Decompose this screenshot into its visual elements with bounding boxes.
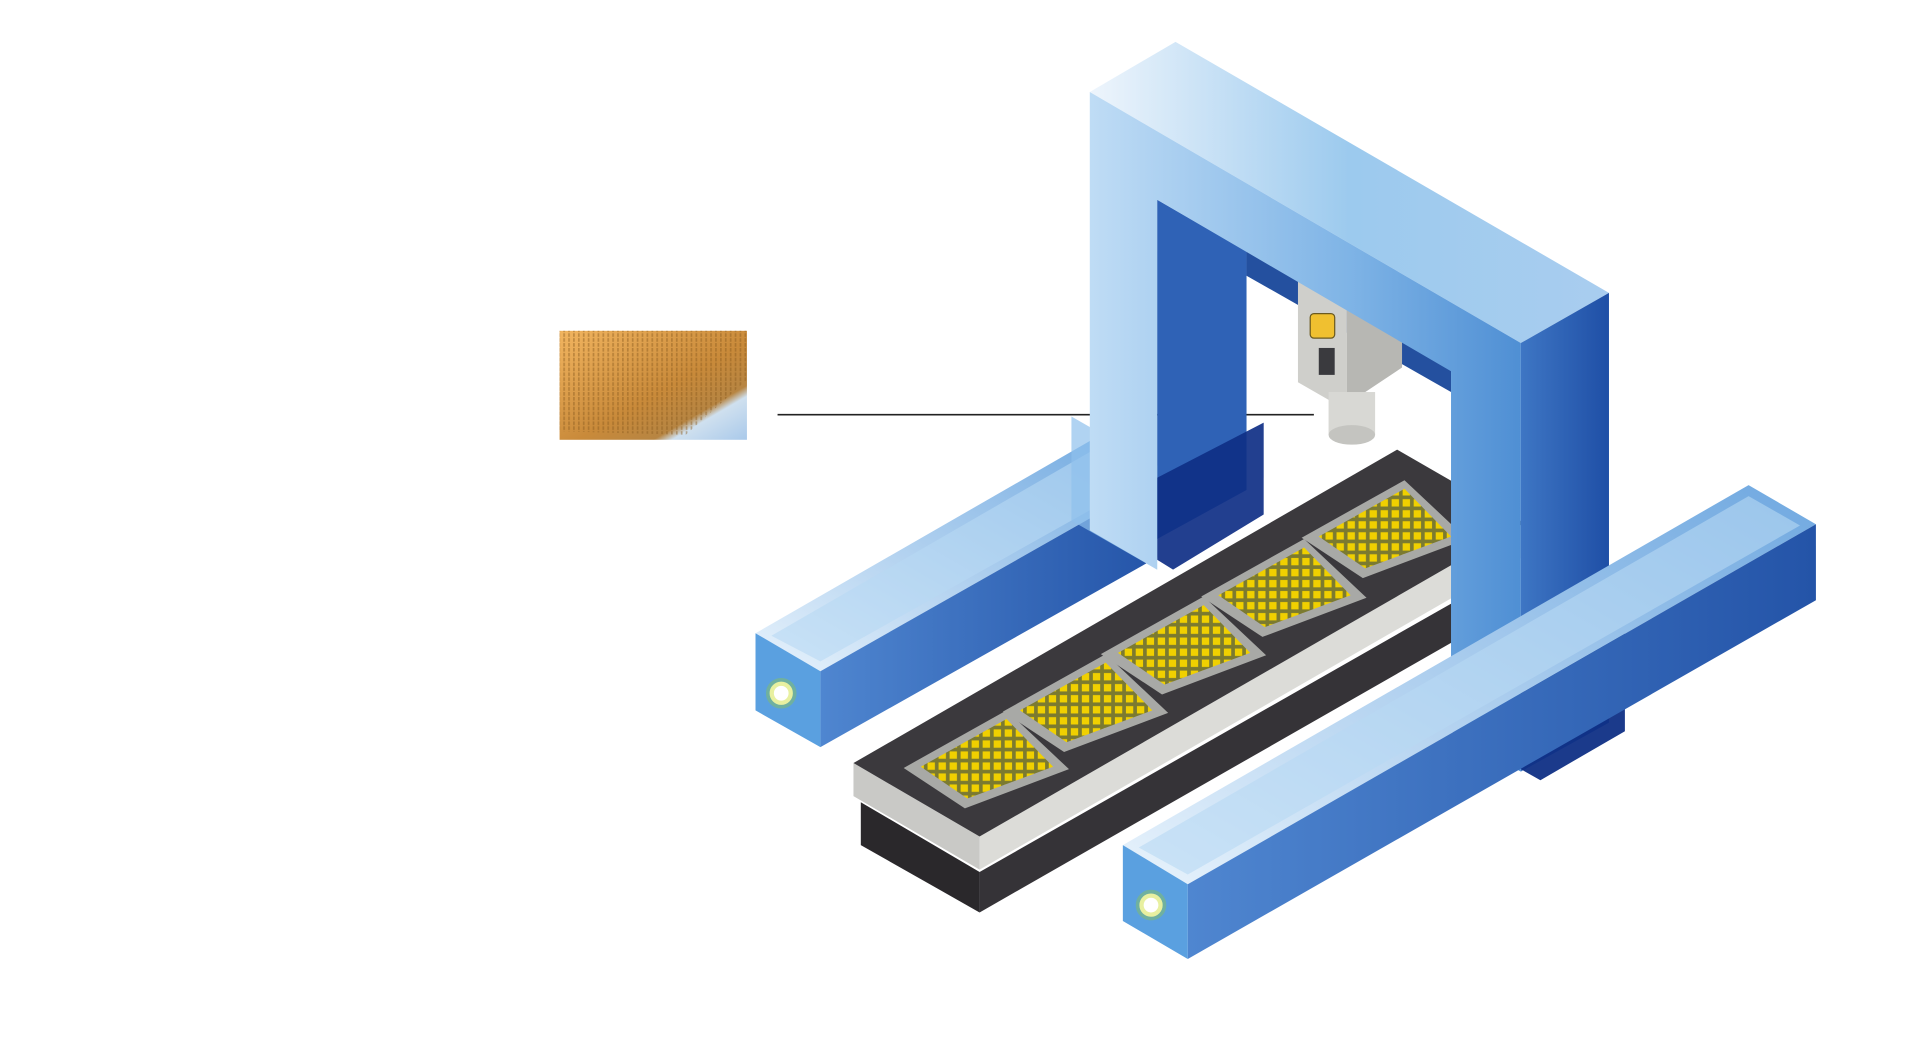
tool-head — [1297, 279, 1403, 445]
panel-row — [903, 480, 1467, 809]
solar-panel — [1201, 538, 1367, 637]
solar-panel — [1301, 480, 1467, 579]
right-rail — [1122, 485, 1816, 959]
tool-label-icon — [1309, 313, 1336, 339]
solar-panel — [903, 710, 1069, 809]
left-carriage — [1157, 422, 1264, 570]
left-rail — [755, 441, 1158, 748]
solar-panel — [1100, 596, 1267, 695]
solar-panel — [1002, 654, 1169, 753]
honeycomb-material-thumbnail — [559, 330, 747, 440]
